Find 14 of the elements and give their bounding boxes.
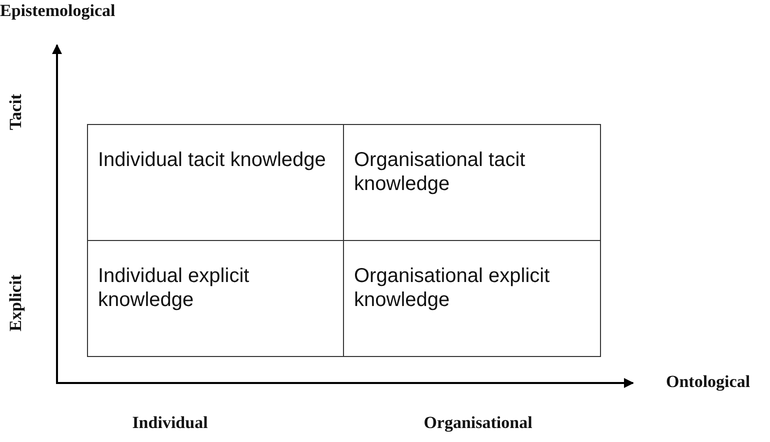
axis-label: Individual — [132, 413, 208, 433]
axis-label: Explicit — [6, 274, 26, 332]
cell-text: Organisational tacit knowledge — [354, 148, 526, 196]
quadrant-cell — [87, 124, 344, 241]
cell-text: Individual tacit knowledge — [98, 148, 327, 172]
quadrant-cell — [87, 240, 344, 357]
quadrant-cell — [343, 240, 601, 357]
axis-title: Ontological — [666, 372, 750, 392]
axis-label: Tacit — [6, 94, 26, 130]
axis-title: Epistemological — [0, 1, 116, 21]
axis-label: Organisational — [424, 413, 532, 433]
cell-text: Individual explicit knowledge — [98, 264, 250, 312]
quadrant-cell — [343, 124, 601, 241]
cell-text: Organisational explicit knowledge — [354, 264, 551, 312]
